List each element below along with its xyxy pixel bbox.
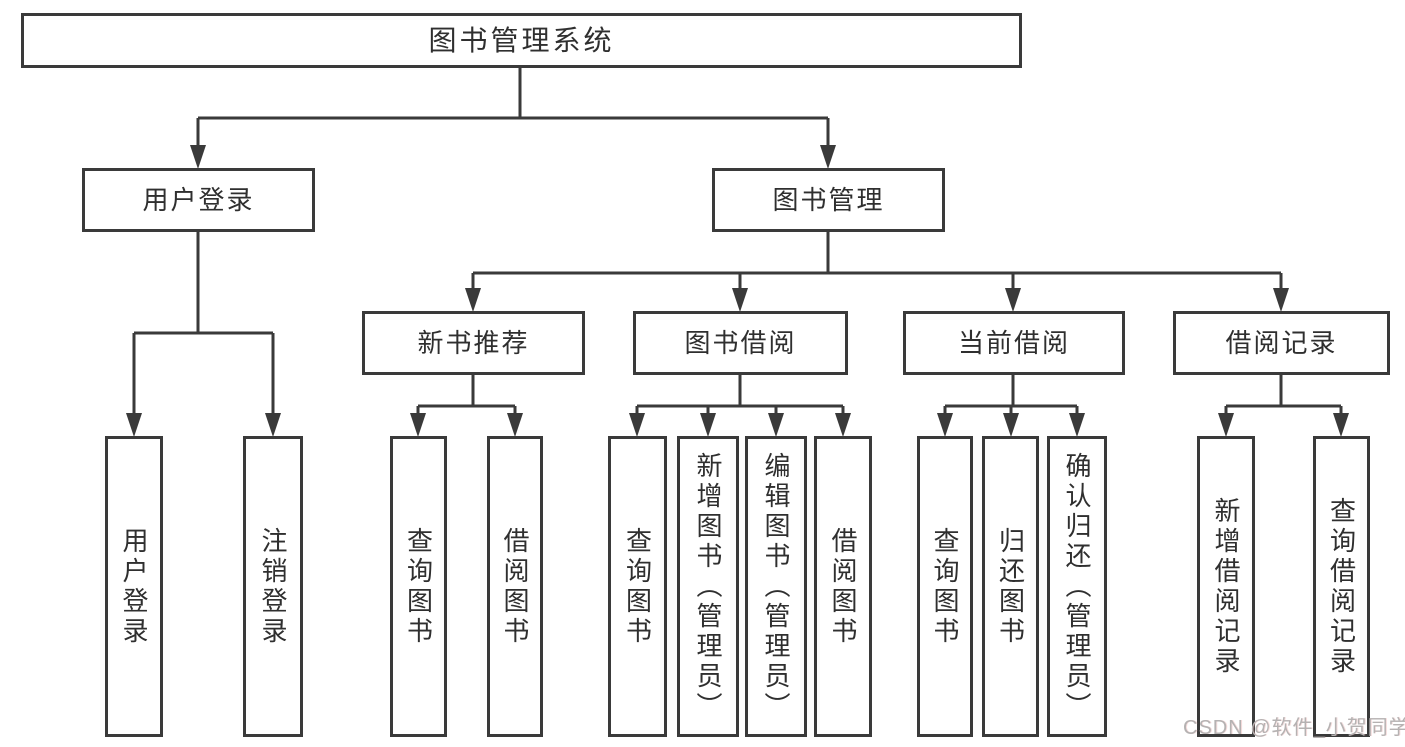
diagram-node-leaf-add-books-admin: 新增图书（管理员） — [677, 436, 739, 737]
arrowhead-icon — [265, 413, 281, 437]
node-label: 查询借阅记录 — [1326, 496, 1357, 677]
node-label: 图书管理 — [772, 185, 885, 215]
diagram-node-root: 图书管理系统 — [21, 13, 1022, 68]
node-label: 归还图书 — [995, 526, 1026, 647]
arrowhead-icon — [465, 288, 481, 312]
arrowhead-icon — [507, 413, 523, 437]
diagram-node-book-management: 图书管理 — [712, 168, 945, 232]
node-label: 查询图书 — [622, 526, 653, 647]
diagram-node-borrowing-records: 借阅记录 — [1173, 311, 1390, 375]
arrowhead-icon — [126, 413, 142, 437]
node-label: 确认归还（管理员） — [1062, 451, 1092, 722]
diagram-node-leaf-return-books: 归还图书 — [982, 436, 1039, 737]
node-label: 借阅图书 — [828, 526, 858, 647]
diagram-node-leaf-query-books-2: 查询图书 — [608, 436, 667, 737]
arrowhead-icon — [1003, 413, 1019, 437]
node-label: 新增借阅记录 — [1211, 496, 1241, 677]
node-label: 借阅图书 — [500, 526, 530, 647]
node-label: 用户登录 — [142, 185, 255, 215]
arrowhead-icon — [1333, 413, 1349, 437]
diagram-node-leaf-borrow-books-2: 借阅图书 — [814, 436, 872, 737]
diagram-node-leaf-query-borrow-record: 查询借阅记录 — [1313, 436, 1370, 737]
arrowhead-icon — [190, 145, 206, 169]
diagram-node-leaf-user-login: 用户登录 — [105, 436, 163, 737]
diagram-node-new-book-recommend: 新书推荐 — [362, 311, 585, 375]
arrowhead-icon — [835, 413, 851, 437]
diagram-node-leaf-confirm-return-admin: 确认归还（管理员） — [1047, 436, 1107, 737]
arrowhead-icon — [629, 413, 645, 437]
arrowhead-icon — [1218, 413, 1234, 437]
node-label: 编辑图书（管理员） — [761, 451, 791, 722]
diagram-node-leaf-edit-books-admin: 编辑图书（管理员） — [745, 436, 807, 737]
diagram-node-leaf-query-books-1: 查询图书 — [390, 436, 447, 737]
diagram-node-leaf-add-borrow-record: 新增借阅记录 — [1197, 436, 1255, 737]
arrowhead-icon — [768, 413, 784, 437]
diagram-node-current-borrowing: 当前借阅 — [903, 311, 1125, 375]
node-label: 图书管理系统 — [428, 24, 615, 56]
node-label: 新书推荐 — [417, 328, 530, 358]
diagram-node-leaf-query-books-3: 查询图书 — [917, 436, 973, 737]
arrowhead-icon — [820, 145, 836, 169]
node-label: 查询图书 — [403, 526, 434, 647]
arrowhead-icon — [1005, 288, 1021, 312]
diagram-node-leaf-borrow-books-1: 借阅图书 — [487, 436, 543, 737]
arrowhead-icon — [1069, 413, 1085, 437]
arrowhead-icon — [1273, 288, 1289, 312]
node-label: 当前借阅 — [957, 328, 1070, 358]
node-label: 新增图书（管理员） — [693, 451, 723, 722]
arrowhead-icon — [410, 413, 426, 437]
node-label: 用户登录 — [119, 526, 149, 647]
node-label: 借阅记录 — [1225, 328, 1338, 358]
arrowhead-icon — [700, 413, 716, 437]
diagram-node-leaf-logout: 注销登录 — [243, 436, 303, 737]
node-label: 注销登录 — [258, 526, 288, 647]
arrowhead-icon — [732, 288, 748, 312]
watermark: CSDN @软件_小贺同学 — [1183, 717, 1405, 739]
node-label: 图书借阅 — [684, 328, 797, 358]
node-label: 查询图书 — [930, 526, 960, 647]
arrowhead-icon — [937, 413, 953, 437]
diagram-node-book-borrowing: 图书借阅 — [633, 311, 848, 375]
diagram-node-user-login: 用户登录 — [82, 168, 315, 232]
